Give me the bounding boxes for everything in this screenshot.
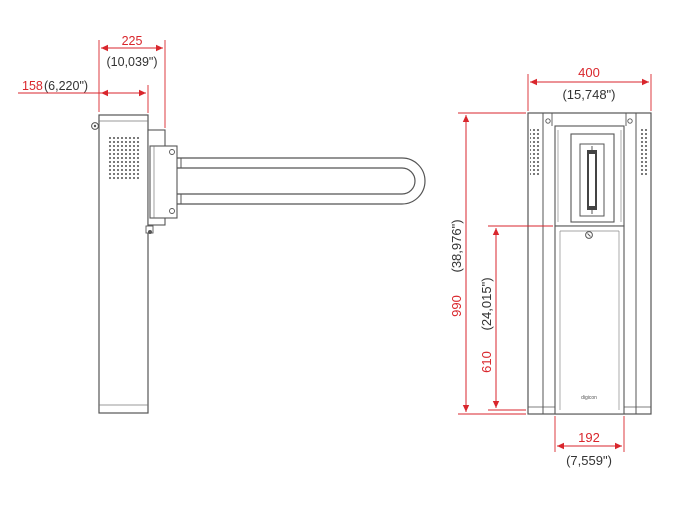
arm-hub — [149, 145, 178, 219]
dim-990-imperial: (38,976") — [449, 219, 464, 272]
dim-225-imperial: (10,039") — [107, 55, 158, 69]
dim-post-width: 158 (6,220") — [18, 79, 149, 113]
dim-total-height: 990 (38,976") — [449, 112, 526, 415]
front-view: digicon — [527, 112, 652, 415]
dim-lower-height: 610 (24,015") — [479, 225, 553, 411]
front-grille-left — [530, 128, 540, 176]
dim-158-value: 158 — [22, 79, 43, 93]
dim-400-imperial: (15,748") — [562, 87, 615, 102]
turnstile-arm — [177, 157, 426, 205]
side-grille — [108, 135, 140, 181]
dim-610-imperial: (24,015") — [479, 277, 494, 330]
dim-192-imperial: (7,559") — [566, 453, 612, 468]
dim-990-value: 990 — [449, 295, 464, 317]
front-grille-right — [639, 128, 649, 176]
dim-arm-mount-width: 225 (10,039") — [98, 34, 166, 128]
dim-front-panel-width: 192 (7,559") — [554, 416, 625, 468]
dim-610-value: 610 — [479, 351, 494, 373]
side-post — [98, 114, 149, 414]
lower-panel — [554, 225, 625, 415]
dim-400-value: 400 — [578, 65, 600, 80]
dim-total-width: 400 (15,748") — [527, 65, 652, 111]
dim-192-value: 192 — [578, 430, 600, 445]
brand-logo: digicon — [581, 395, 597, 401]
side-view — [91, 114, 426, 414]
dim-158-imperial: (6,220") — [44, 79, 88, 93]
dim-225-value: 225 — [122, 34, 143, 48]
